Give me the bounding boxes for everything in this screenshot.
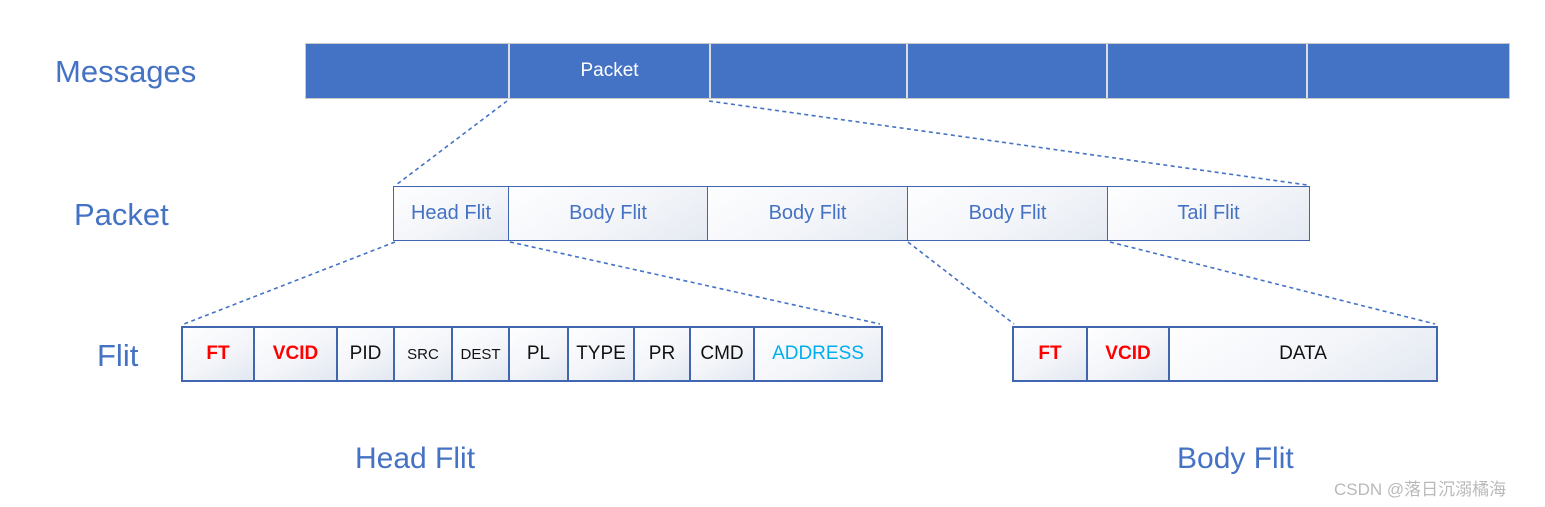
row-label-packet: Packet <box>74 197 169 232</box>
connector-packet-right <box>708 100 1308 186</box>
message-segment-4 <box>906 44 1106 98</box>
body-flit-field-data: DATA <box>1168 328 1436 380</box>
message-segment-packet: Packet <box>508 44 709 98</box>
connector-headflit-right <box>509 241 881 325</box>
head-flit-field-cmd: CMD <box>689 328 753 380</box>
message-segment-3 <box>709 44 906 98</box>
head-flit-field-type: TYPE <box>567 328 633 380</box>
head-flit-box: FT VCID PID SRC DEST PL TYPE PR CMD ADDR… <box>181 326 883 382</box>
connector-headflit-left <box>183 241 396 325</box>
head-flit-field-src: SRC <box>393 328 451 380</box>
packet-cell-tail-flit: Tail Flit <box>1107 187 1309 240</box>
head-flit-field-ft: FT <box>183 328 253 380</box>
head-flit-field-pl: PL <box>508 328 567 380</box>
body-flit-field-vcid: VCID <box>1086 328 1168 380</box>
head-flit-field-vcid: VCID <box>253 328 336 380</box>
message-segment-5 <box>1106 44 1306 98</box>
packet-cell-body-flit-1: Body Flit <box>508 187 707 240</box>
head-flit-field-pid: PID <box>336 328 393 380</box>
body-flit-caption: Body Flit <box>1177 442 1294 475</box>
connector-bodyflit-left <box>907 241 1015 325</box>
body-flit-box: FT VCID DATA <box>1012 326 1438 382</box>
body-flit-field-ft: FT <box>1014 328 1086 380</box>
head-flit-field-dest: DEST <box>451 328 508 380</box>
messages-bar: Packet <box>305 43 1510 99</box>
packet-bar: Head Flit Body Flit Body Flit Body Flit … <box>393 186 1310 241</box>
message-segment-6 <box>1306 44 1509 98</box>
connector-packet-left <box>395 100 508 186</box>
packet-cell-body-flit-2: Body Flit <box>707 187 907 240</box>
connector-bodyflit-right <box>1109 241 1436 325</box>
watermark: CSDN @落日沉溺橘海 <box>1334 480 1507 499</box>
packet-cell-body-flit-3: Body Flit <box>907 187 1107 240</box>
head-flit-field-address: ADDRESS <box>753 328 881 380</box>
row-label-flit: Flit <box>97 338 139 373</box>
packet-cell-head-flit: Head Flit <box>394 187 508 240</box>
head-flit-field-pr: PR <box>633 328 689 380</box>
message-segment-1 <box>306 44 508 98</box>
head-flit-caption: Head Flit <box>355 442 476 475</box>
row-label-messages: Messages <box>55 54 197 89</box>
